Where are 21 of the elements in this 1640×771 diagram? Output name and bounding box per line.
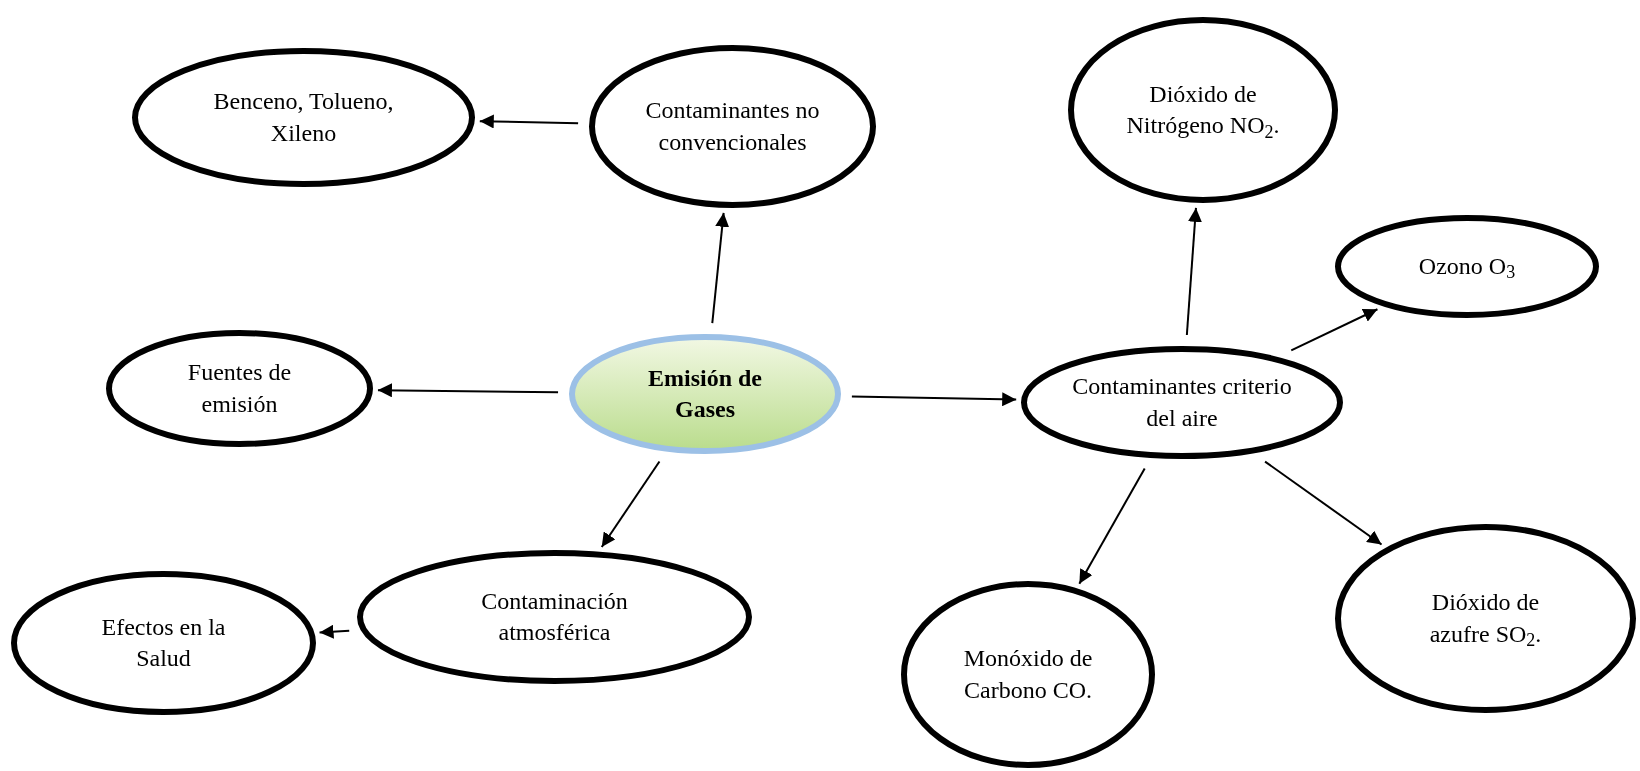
concept-label: Contaminantes criterio del aire bbox=[1072, 372, 1292, 433]
concept-label: Benceno, Tolueno, Xileno bbox=[212, 87, 395, 148]
concept-label: Monóxido de Carbono CO. bbox=[962, 644, 1094, 705]
arrow bbox=[1078, 467, 1146, 585]
arrow bbox=[1185, 206, 1202, 337]
arrow bbox=[600, 460, 661, 548]
arrow bbox=[1264, 460, 1383, 546]
concept-label: Fuentes de emisión bbox=[186, 358, 293, 419]
arrow bbox=[376, 383, 560, 398]
concept-label: Emisión de Gases bbox=[647, 363, 763, 424]
arrow bbox=[850, 392, 1018, 407]
concept-label: Contaminación atmosférica bbox=[480, 586, 629, 647]
concept-label: Dióxido de azufre SO$_{2}$. bbox=[1428, 588, 1543, 650]
arrow bbox=[711, 211, 730, 325]
arrow bbox=[478, 114, 580, 129]
arrow bbox=[1290, 308, 1379, 352]
concept-label: Dióxido de Nitrógeno NO$_{2}$. bbox=[1125, 79, 1281, 142]
arrow bbox=[318, 624, 351, 639]
concept-label: Contaminantes no convencionales bbox=[644, 96, 821, 157]
concept-label: Efectos en la Salud bbox=[100, 612, 227, 673]
concept-label: Ozono O$_{3}$ bbox=[1418, 251, 1516, 283]
